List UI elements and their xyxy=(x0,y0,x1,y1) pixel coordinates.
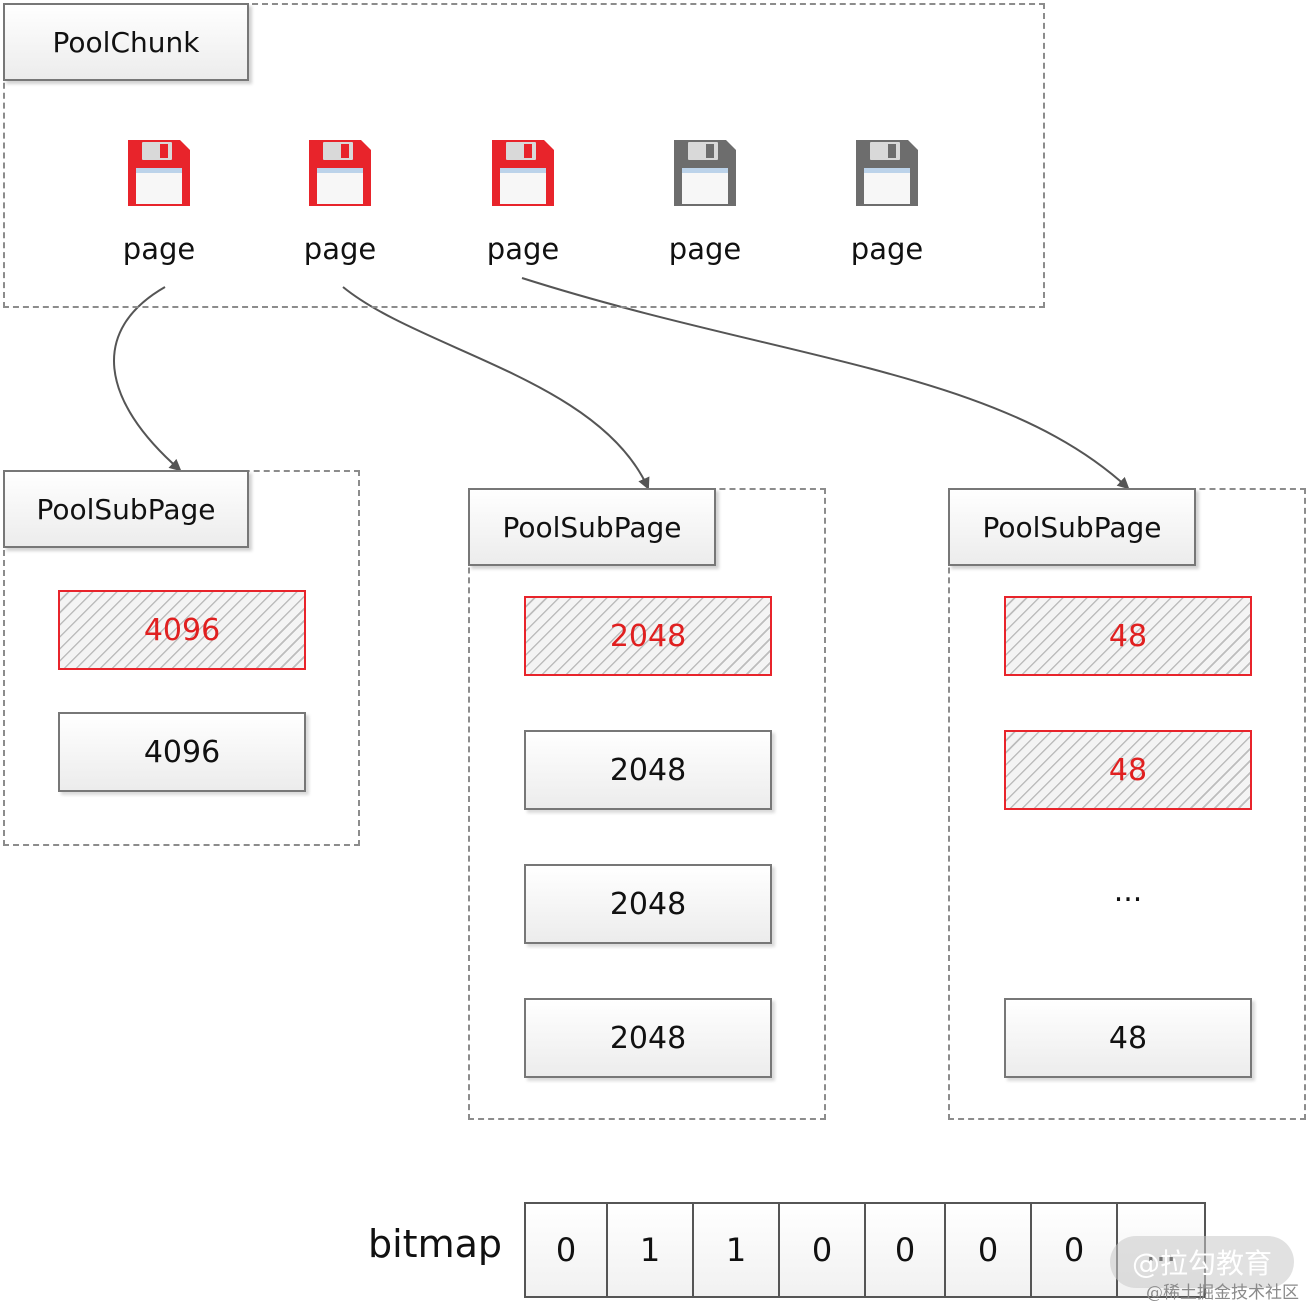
page-label: page xyxy=(668,232,742,266)
floppy-disk-icon xyxy=(126,138,192,208)
bitmap-bit: 0 xyxy=(780,1204,866,1296)
page-label: page xyxy=(486,232,560,266)
subpage-cell-free: 2048 xyxy=(524,730,772,810)
bitmap-bit: 0 xyxy=(526,1204,608,1296)
floppy-disk-icon xyxy=(307,138,373,208)
subpage-cell-allocated: 48 xyxy=(1004,596,1252,676)
bitmap-label: bitmap xyxy=(368,1222,503,1266)
watermark-text: @稀土掘金技术社区 xyxy=(1146,1283,1299,1303)
floppy-disk-icon xyxy=(490,138,556,208)
subpage-cell-free: 2048 xyxy=(524,998,772,1078)
subpage-cell-allocated: 2048 xyxy=(524,596,772,676)
bitmap-bit: 1 xyxy=(694,1204,780,1296)
subpage-cell-free: 2048 xyxy=(524,864,772,944)
page-label: page xyxy=(122,232,196,266)
pool-chunk-container xyxy=(3,3,1045,308)
floppy-disk-icon xyxy=(672,138,738,208)
watermark-badge: @拉勾教育 xyxy=(1110,1236,1294,1288)
page-label: page xyxy=(303,232,377,266)
subpage-ellipsis: ... xyxy=(1113,874,1143,909)
arrow-page1-to-subpage1 xyxy=(113,286,182,472)
bitmap-bit: 0 xyxy=(946,1204,1032,1296)
bitmap-bit: 0 xyxy=(1032,1204,1118,1296)
subpage-cell-allocated: 48 xyxy=(1004,730,1252,810)
subpage-cell-free: 4096 xyxy=(58,712,306,792)
arrow-page2-to-subpage2 xyxy=(342,286,650,490)
page-label: page xyxy=(850,232,924,266)
bitmap-bit: 1 xyxy=(608,1204,694,1296)
arrow-page3-to-subpage3 xyxy=(521,277,1130,490)
subpage-title-3: PoolSubPage xyxy=(948,488,1196,566)
pool-chunk-title: PoolChunk xyxy=(3,3,249,81)
subpage-cell-free: 48 xyxy=(1004,998,1252,1078)
subpage-cell-allocated: 4096 xyxy=(58,590,306,670)
bitmap-bit: 0 xyxy=(866,1204,946,1296)
floppy-disk-icon xyxy=(854,138,920,208)
subpage-title-2: PoolSubPage xyxy=(468,488,716,566)
subpage-title-1: PoolSubPage xyxy=(3,470,249,548)
